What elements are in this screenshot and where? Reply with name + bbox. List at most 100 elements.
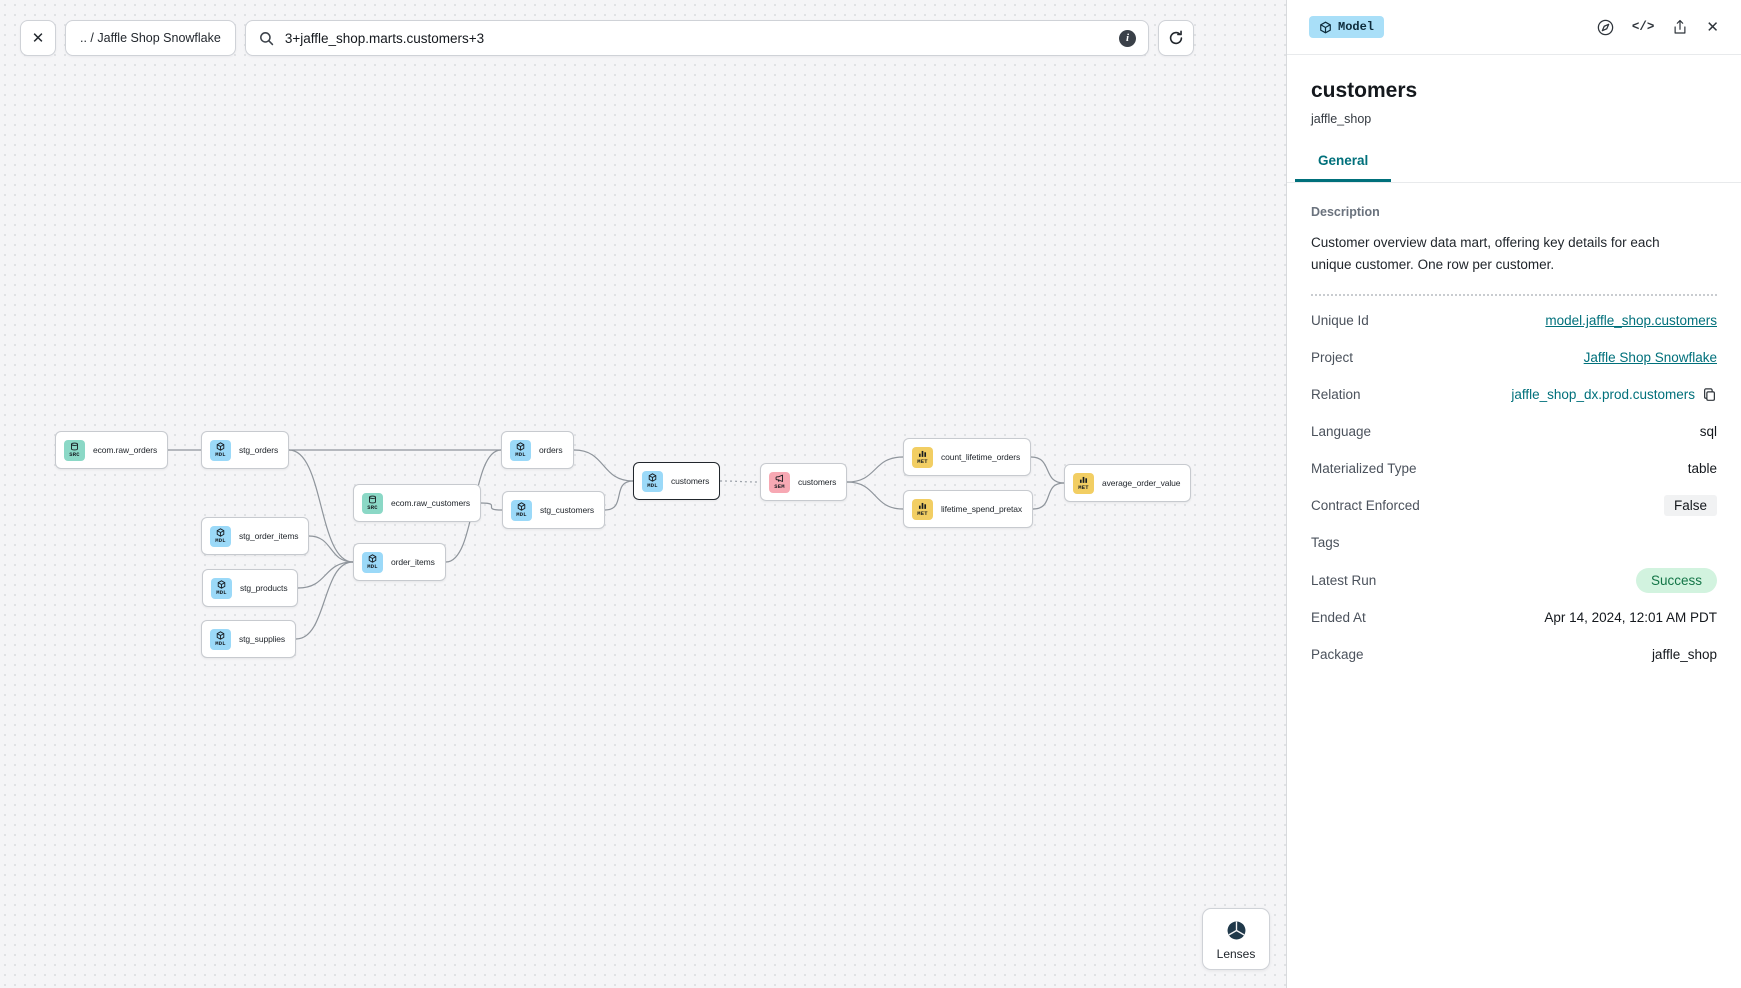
- field-label-latest-run: Latest Run: [1311, 572, 1377, 588]
- field-value-language: sql: [1699, 424, 1717, 440]
- node-label: stg_customers: [540, 505, 594, 515]
- description-label: Description: [1311, 205, 1380, 219]
- package-subtitle: jaffle_shop: [1311, 112, 1372, 126]
- field-row-relation: Relation jaffle_shop_dx.prod.customers: [1311, 383, 1717, 407]
- search-input[interactable]: [282, 29, 1111, 47]
- close-lineage-button[interactable]: ✕: [20, 20, 56, 56]
- copy-icon[interactable]: [1702, 387, 1717, 402]
- lineage-edges: [167, 449, 1065, 640]
- panel-close-icon[interactable]: ✕: [1706, 19, 1719, 36]
- explore-compass-icon[interactable]: [1596, 18, 1615, 37]
- node-label: order_items: [391, 557, 435, 567]
- lenses-label: Lenses: [1216, 946, 1256, 961]
- lineage-toolbar: ✕ .. / Jaffle Shop Snowflake i: [20, 20, 1194, 56]
- edge-stg_order_items-to-order_items: [308, 535, 354, 563]
- field-label-package: Package: [1311, 647, 1364, 663]
- description-text: Customer overview data mart, offering ke…: [1311, 235, 1660, 273]
- field-row-tags: Tags: [1311, 531, 1717, 555]
- field-label-ended-at: Ended At: [1311, 610, 1366, 626]
- field-badge-contract-enforced: False: [1663, 495, 1717, 517]
- graph-node-count_lifetime_orders[interactable]: MET count_lifetime_orders: [903, 438, 1032, 476]
- node-label: count_lifetime_orders: [941, 452, 1021, 462]
- breadcrumb[interactable]: .. / Jaffle Shop Snowflake: [65, 20, 236, 56]
- graph-node-stg_customers[interactable]: MDL stg_customers: [502, 491, 605, 529]
- field-label-contract-enforced: Contract Enforced: [1311, 498, 1420, 514]
- details-panel: Model </> ✕ cu: [1286, 0, 1741, 988]
- mdl-node-icon: MDL: [511, 499, 532, 521]
- field-row-unique-id: Unique Id model.jaffle_shop.customers: [1311, 309, 1717, 333]
- mdl-node-icon: MDL: [211, 577, 232, 599]
- field-link-relation[interactable]: jaffle_shop_dx.prod.customers: [1511, 387, 1695, 403]
- node-label: lifetime_spend_pretax: [941, 504, 1023, 514]
- share-icon[interactable]: [1671, 18, 1689, 36]
- mdl-node-icon: MDL: [362, 551, 383, 573]
- graph-node-customers_semantic[interactable]: SEM customers: [760, 463, 848, 501]
- refresh-button[interactable]: [1158, 20, 1194, 56]
- field-label-language: Language: [1311, 424, 1372, 440]
- lineage-search-box: i: [244, 20, 1149, 56]
- dotted-divider: [1311, 293, 1717, 296]
- node-label: stg_supplies: [239, 634, 286, 644]
- resource-type-label: Model: [1338, 20, 1375, 34]
- info-icon[interactable]: i: [1119, 29, 1136, 47]
- cube-icon: [1319, 21, 1332, 34]
- page-title: customers: [1311, 79, 1418, 102]
- met-node-icon: MET: [912, 498, 933, 520]
- panel-title-block: customers jaffle_shop: [1287, 55, 1741, 126]
- panel-header: Model </> ✕: [1287, 0, 1741, 55]
- mdl-node-icon: MDL: [210, 628, 231, 650]
- edge-stg_supplies-to-order_items: [295, 561, 354, 640]
- field-label-tags: Tags: [1311, 535, 1340, 551]
- edge-stg_orders-to-order_items: [288, 449, 354, 563]
- code-icon[interactable]: </>: [1631, 20, 1655, 34]
- node-label: stg_order_items: [239, 531, 299, 541]
- field-label-project: Project: [1311, 350, 1354, 366]
- graph-node-order_items[interactable]: MDL order_items: [353, 543, 446, 581]
- edge-customers_model-to-customers_semantic: [719, 480, 761, 483]
- edge-count_lifetime_orders-to-average_order_value: [1030, 456, 1065, 484]
- graph-node-stg_supplies[interactable]: MDL stg_supplies: [201, 620, 297, 658]
- field-link-project[interactable]: Jaffle Shop Snowflake: [1583, 350, 1717, 366]
- met-node-icon: MET: [912, 446, 933, 468]
- sem-node-icon: SEM: [769, 471, 790, 493]
- panel-header-icons: </> ✕: [1596, 18, 1719, 37]
- edge-ecom.raw_customers-to-stg_customers: [480, 502, 503, 511]
- node-label: customers: [798, 477, 837, 487]
- graph-node-average_order_value[interactable]: MET average_order_value: [1064, 464, 1192, 502]
- field-row-contract-enforced: Contract Enforced False: [1311, 494, 1717, 518]
- field-label-unique-id: Unique Id: [1311, 313, 1369, 329]
- edge-customers_semantic-to-lifetime_spend_pretax: [846, 481, 904, 510]
- panel-content: Description Customer overview data mart,…: [1287, 183, 1741, 702]
- breadcrumb-label: .. / Jaffle Shop Snowflake: [80, 31, 221, 45]
- lenses-icon: [1224, 918, 1249, 943]
- field-row-language: Language sql: [1311, 420, 1717, 444]
- edge-customers_semantic-to-count_lifetime_orders: [846, 456, 904, 483]
- node-label: average_order_value: [1102, 478, 1181, 488]
- resource-type-badge: Model: [1309, 16, 1385, 38]
- graph-node-lifetime_spend_pretax[interactable]: MET lifetime_spend_pretax: [903, 490, 1034, 528]
- tab-general[interactable]: General: [1295, 153, 1392, 182]
- lenses-button[interactable]: Lenses: [1202, 908, 1270, 970]
- node-label: ecom.raw_orders: [93, 445, 158, 455]
- search-icon: [258, 30, 275, 47]
- met-node-icon: MET: [1073, 472, 1094, 494]
- field-label-relation: Relation: [1311, 387, 1361, 403]
- node-label: customers: [671, 476, 710, 486]
- field-link-unique-id[interactable]: model.jaffle_shop.customers: [1545, 313, 1717, 329]
- edge-orders-to-customers_model: [573, 449, 634, 482]
- mdl-node-icon: MDL: [210, 439, 231, 461]
